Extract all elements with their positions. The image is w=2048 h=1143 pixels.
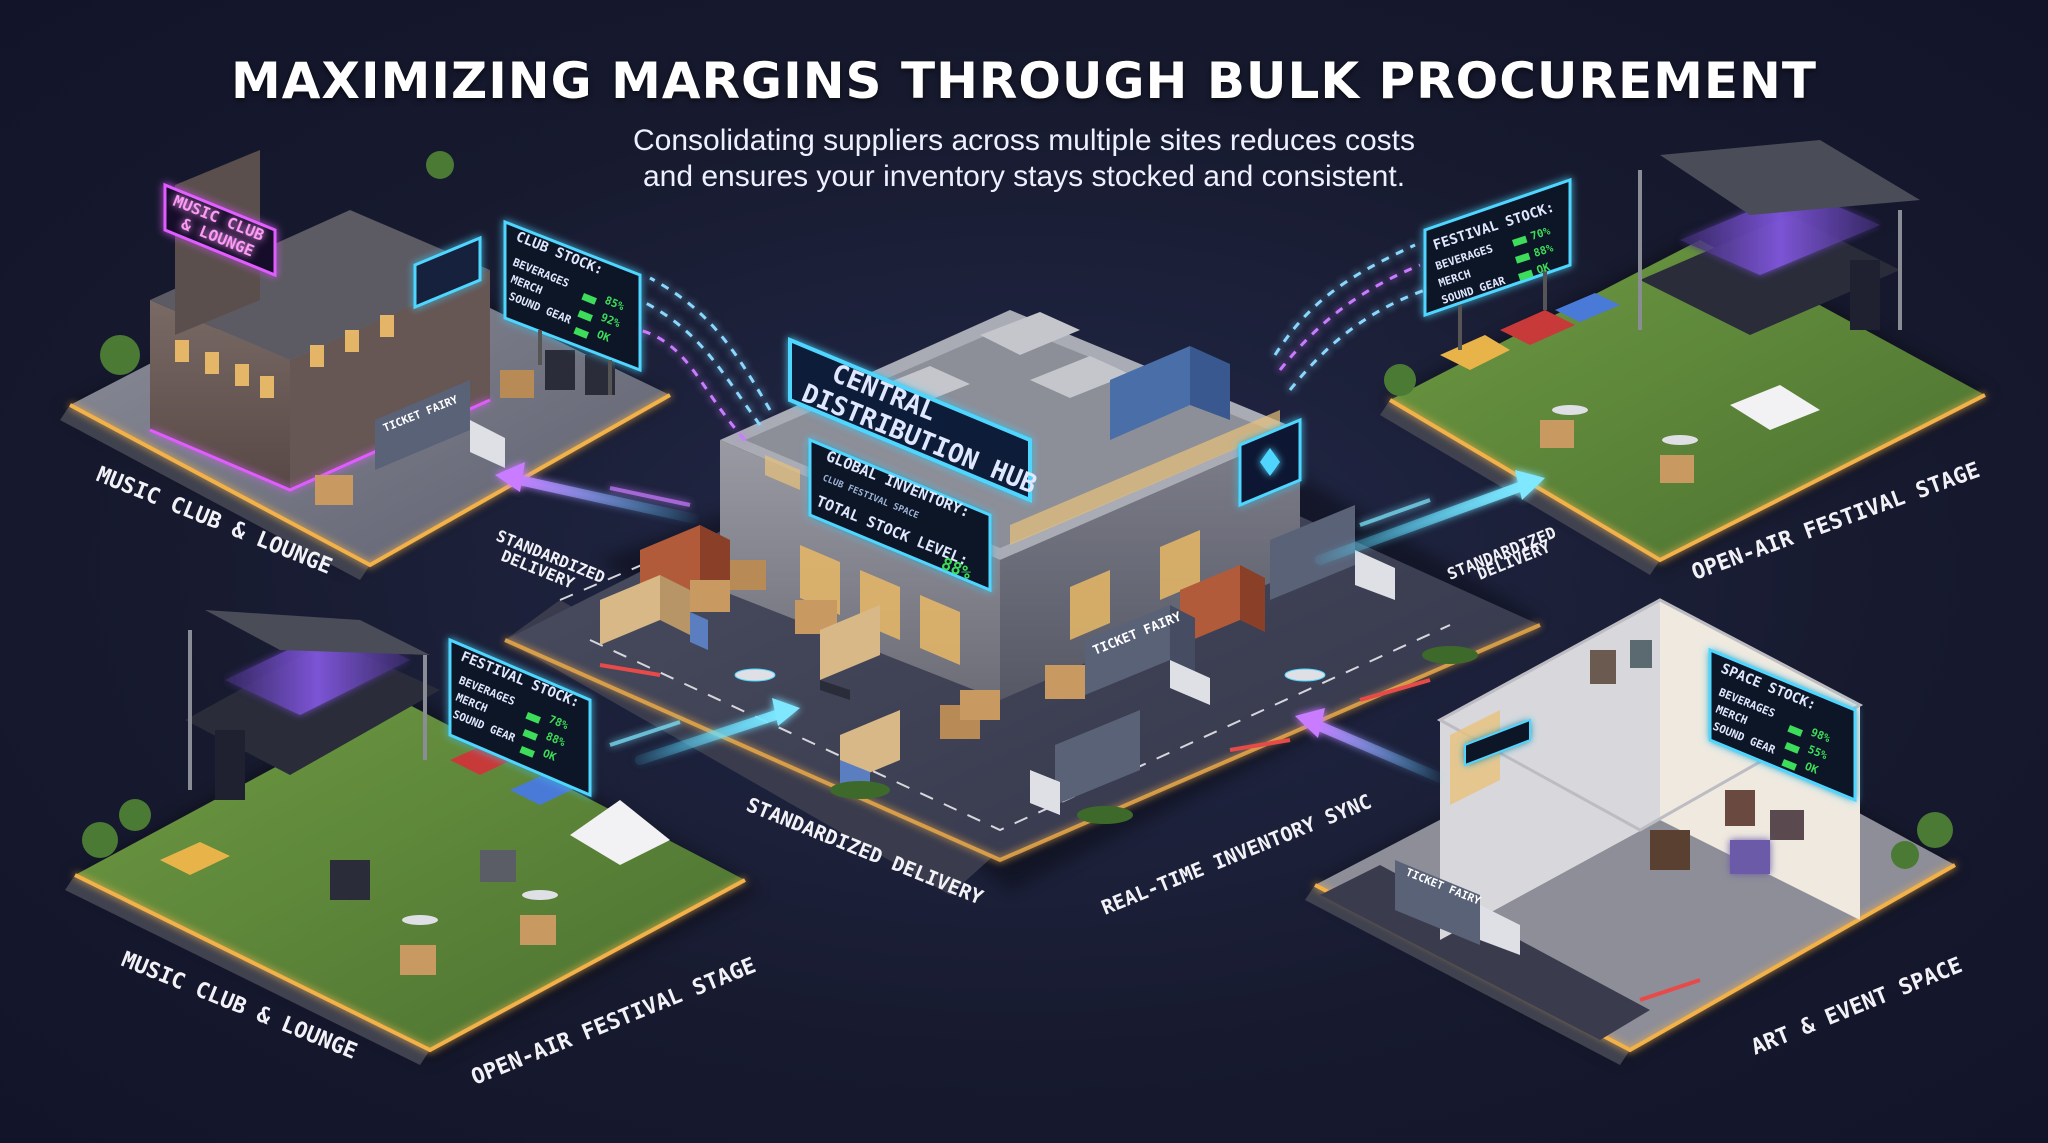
speaker-stack <box>545 350 575 390</box>
equipment-case <box>330 860 370 900</box>
arrow-head-icon <box>495 462 525 492</box>
arrow-to-festival-top <box>1315 480 1530 565</box>
page-title: MAXIMIZING MARGINS THROUGH BULK PROCUREM… <box>230 52 1818 110</box>
cargo-boxes <box>690 560 1085 739</box>
hub-truck-5 <box>1030 710 1140 815</box>
site-art-space: TICKET FAIRY SPACE STOCK: BEVERAGES MERC… <box>1305 598 1960 1065</box>
hub-logo-icon <box>1260 448 1280 476</box>
barrier-gate <box>1639 978 1701 1002</box>
festival-top-row-sound-value: OK <box>1535 260 1552 277</box>
drone-icon <box>1552 405 1698 445</box>
sync-line <box>649 276 772 411</box>
drone-icon <box>402 890 558 925</box>
drone-icon <box>734 668 1326 682</box>
festival-bottom-stock-board <box>448 637 592 798</box>
market-stall <box>1555 293 1620 322</box>
cargo-box <box>400 945 436 975</box>
speaker-stack <box>1850 260 1880 330</box>
sync-line <box>1273 243 1416 356</box>
arrow-head-icon <box>772 698 800 726</box>
site-music-club-top: MUSIC CLUB & LOUNGE TICKET FAIRY <box>60 150 671 580</box>
market-stall <box>160 842 230 875</box>
sync-line <box>1278 263 1421 371</box>
arrow-head-icon <box>1295 708 1325 738</box>
hub-truck-3 <box>1085 605 1210 705</box>
equipment-case <box>480 850 516 882</box>
painting <box>1770 810 1804 840</box>
festival-bottom-row-sound-value: OK <box>541 747 559 764</box>
tree <box>1384 364 1416 396</box>
barrier-gate-far-right <box>1359 678 1431 702</box>
global-inventory-screen <box>808 437 992 593</box>
arrow-head-icon <box>1515 470 1545 500</box>
barrier-gate-right <box>1229 738 1291 752</box>
arrow-to-art-space <box>1305 717 1450 785</box>
tree <box>1891 841 1919 869</box>
tree <box>119 799 151 831</box>
white-tent <box>570 800 670 865</box>
subtitle-line-1: Consolidating suppliers across multiple … <box>632 124 1416 157</box>
cargo-box <box>1540 420 1574 448</box>
sync-line <box>639 298 762 426</box>
sync-line <box>639 328 747 442</box>
art-space-truck <box>1395 860 1520 955</box>
art-row-sound-value: OK <box>1803 760 1821 777</box>
cargo-box <box>520 915 556 945</box>
art-space-sign <box>1464 718 1531 767</box>
club-stock-board <box>503 219 642 395</box>
club-row-sound-value: OK <box>595 328 613 345</box>
tree <box>82 822 118 858</box>
hedge <box>1077 806 1133 824</box>
flow-arrows <box>495 243 1545 785</box>
arrow-to-club <box>505 473 705 525</box>
tree <box>100 335 140 375</box>
painting <box>1590 650 1616 684</box>
painting <box>1630 640 1652 668</box>
painting <box>1725 790 1755 826</box>
site-festival-bottom: FESTIVAL STOCK: BEVERAGES MERCH SOUND GE… <box>65 610 760 1065</box>
sync-line <box>1288 288 1426 391</box>
display-screen <box>1730 840 1770 874</box>
tree <box>1917 812 1953 848</box>
cargo-box <box>500 370 534 398</box>
market-stall <box>1440 335 1510 370</box>
speaker-stack <box>215 730 245 800</box>
festival-top-stock-board <box>1423 177 1572 350</box>
wine-rack <box>1650 830 1690 870</box>
white-tent <box>1730 385 1820 430</box>
festival-top-row-beverages-value: 70% <box>1529 224 1552 243</box>
club-truck <box>375 380 505 470</box>
art-space-stock-board <box>1708 647 1857 803</box>
cargo-box <box>315 475 353 505</box>
hub-platform: CENTRAL DISTRIBUTION HUB GLOBAL INVENTOR… <box>504 310 1541 895</box>
arrow-to-festival-bottom <box>635 707 790 765</box>
subtitle-line-2: and ensures your inventory stays stocked… <box>642 160 1406 193</box>
hub-truck-2 <box>820 605 880 700</box>
hub-sign <box>788 337 1032 503</box>
hub-truck-1 <box>600 575 708 650</box>
hedge <box>830 781 890 799</box>
festival-top-row-merch-value: 88% <box>1532 241 1555 260</box>
tree <box>426 151 454 179</box>
hub-truck-4 <box>1270 505 1395 600</box>
hedge <box>1422 646 1478 664</box>
barrier-gate-left <box>599 663 661 677</box>
club-neon-logo-sign <box>413 235 482 310</box>
market-stall <box>1500 310 1575 345</box>
club-windows <box>175 315 394 398</box>
cargo-box <box>1660 455 1694 483</box>
